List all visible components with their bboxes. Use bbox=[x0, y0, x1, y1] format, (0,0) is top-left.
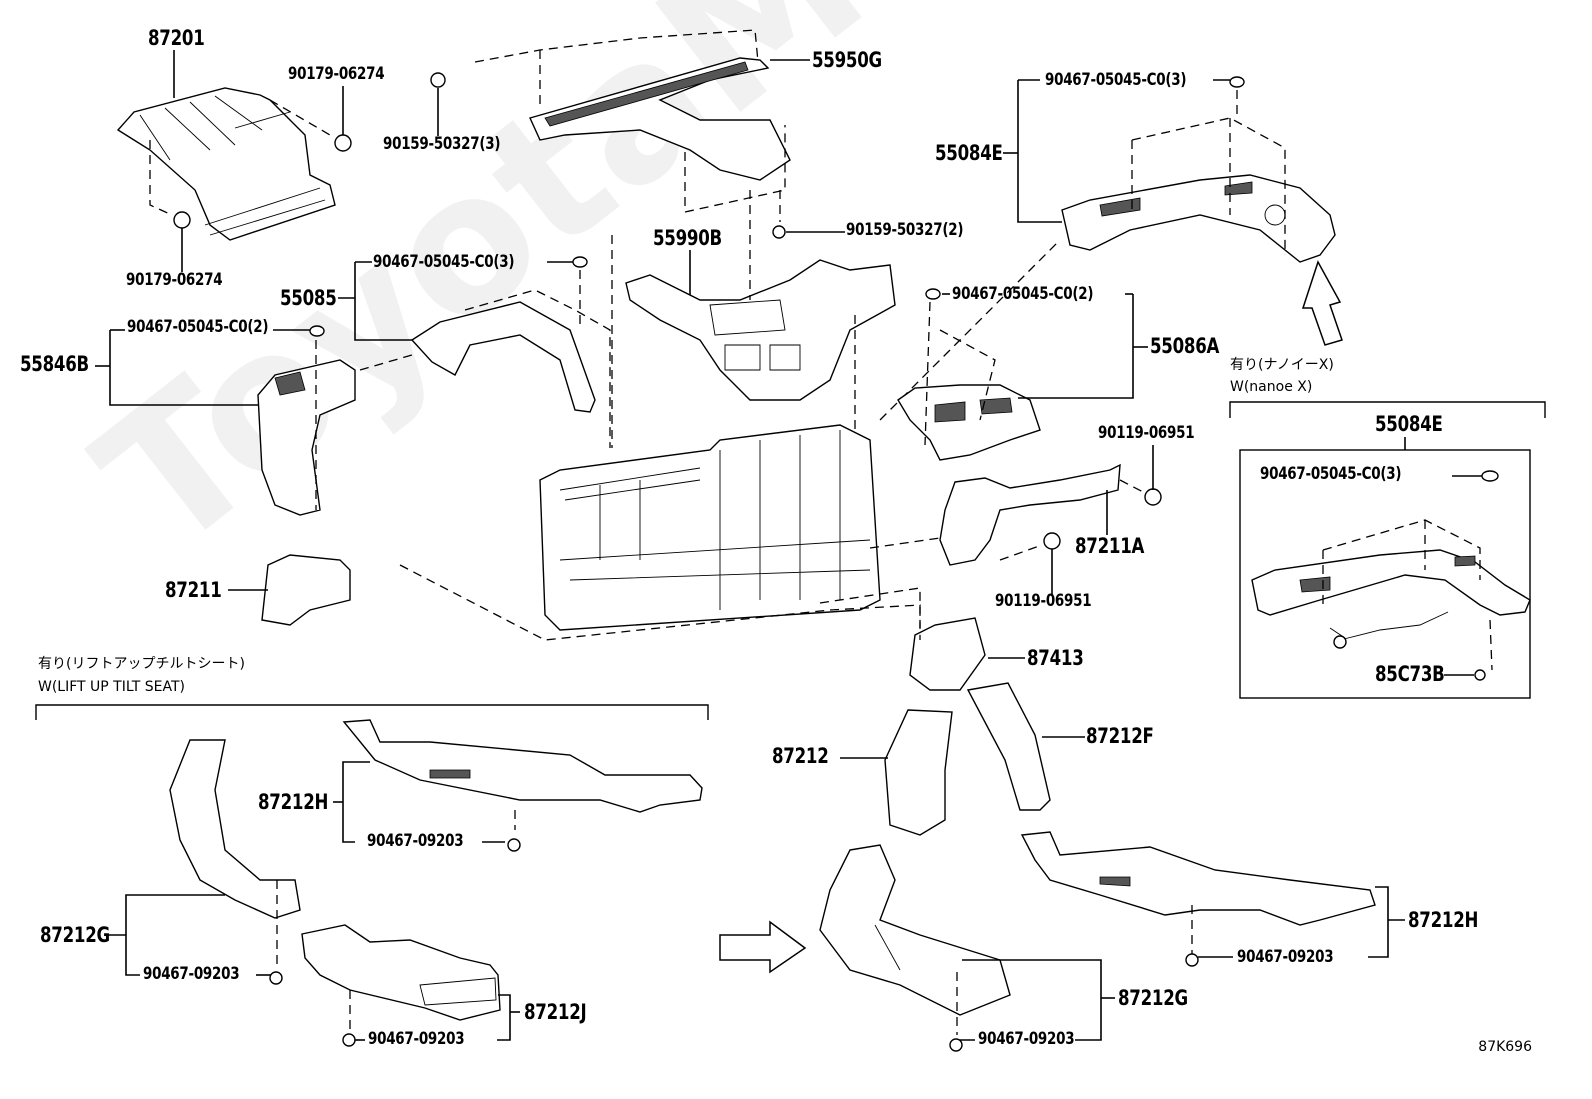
part-55085-drawing bbox=[410, 256, 611, 448]
diagram-code: 87K696 bbox=[1478, 1039, 1532, 1055]
label-87212F: 87212F bbox=[1086, 724, 1154, 748]
label-90179-06274-top: 90179-06274 bbox=[288, 64, 385, 84]
label-90467-09203-main-h: 90467-09203 bbox=[1237, 947, 1334, 967]
label-90119-06951-bottom: 90119-06951 bbox=[995, 591, 1092, 611]
clip-icon bbox=[1481, 470, 1499, 482]
bolt-icon bbox=[1144, 488, 1162, 506]
screw-icon bbox=[772, 225, 786, 239]
label-90467-05045-C0-3-nanoe: 90467-05045-C0(3) bbox=[1260, 464, 1402, 484]
label-90467-05045-C0-3-left: 90467-05045-C0(3) bbox=[373, 252, 515, 272]
label-87201: 87201 bbox=[148, 26, 205, 50]
part-87212G-lift-drawing bbox=[169, 739, 301, 965]
label-55990B: 55990B bbox=[653, 226, 722, 250]
label-90467-09203-lift-j: 90467-09203 bbox=[368, 1029, 465, 1049]
clip-icon bbox=[1229, 76, 1245, 88]
part-87201-drawing bbox=[116, 87, 352, 241]
label-85C73B: 85C73B bbox=[1375, 662, 1445, 686]
label-55950G: 55950G bbox=[812, 48, 882, 72]
nanoe-option-bracket bbox=[1229, 401, 1546, 418]
label-55085: 55085 bbox=[280, 286, 337, 310]
label-90159-50327-3: 90159-50327(3) bbox=[383, 134, 501, 154]
lift-tilt-option-bracket bbox=[35, 704, 709, 720]
clip-icon bbox=[507, 838, 521, 852]
label-87212J-lift: 87212J bbox=[524, 1000, 587, 1024]
nut-icon bbox=[334, 134, 352, 152]
label-87413: 87413 bbox=[1027, 646, 1084, 670]
part-87212H-main-drawing bbox=[1020, 831, 1376, 955]
label-87212G-main: 87212G bbox=[1118, 986, 1188, 1010]
part-55846B-drawing bbox=[257, 325, 413, 516]
clip-icon bbox=[309, 325, 325, 337]
clip-icon bbox=[925, 288, 941, 300]
part-55990B-drawing bbox=[611, 190, 896, 450]
part-87413-drawing bbox=[829, 604, 986, 691]
part-55086A-drawing bbox=[897, 288, 1041, 461]
label-55846B: 55846B bbox=[20, 352, 89, 376]
part-87212-drawing bbox=[884, 709, 953, 836]
label-87212H-main: 87212H bbox=[1408, 908, 1479, 932]
part-87211A-drawing bbox=[939, 463, 1162, 566]
screw-icon bbox=[430, 72, 446, 88]
bolt-icon bbox=[1043, 532, 1061, 550]
nanoe-title-jp: 有り(ナノイーX) bbox=[1230, 357, 1334, 373]
label-55086A: 55086A bbox=[1150, 334, 1220, 358]
label-90119-06951-top: 90119-06951 bbox=[1098, 423, 1195, 443]
part-87212H-lift-drawing bbox=[342, 719, 703, 830]
part-87212G-main-drawing bbox=[819, 844, 1011, 1035]
part-87212J-lift-drawing bbox=[301, 924, 501, 1030]
label-90467-05045-C0-2-right: 90467-05045-C0(2) bbox=[952, 284, 1094, 304]
part-55084E-drawing bbox=[1061, 76, 1336, 263]
label-90179-06274-bottom: 90179-06274 bbox=[126, 270, 223, 290]
part-87211-drawing bbox=[261, 554, 351, 626]
part-heater-unit-drawing bbox=[399, 239, 1061, 641]
label-87212H-lift: 87212H bbox=[258, 790, 329, 814]
sensor-icon bbox=[1474, 669, 1486, 681]
label-87212: 87212 bbox=[772, 744, 829, 768]
clip-icon bbox=[269, 971, 283, 985]
label-90467-09203-main-g: 90467-09203 bbox=[978, 1029, 1075, 1049]
clip-icon bbox=[949, 1038, 963, 1052]
label-90467-09203-lift-h: 90467-09203 bbox=[367, 831, 464, 851]
part-87212F-drawing bbox=[966, 682, 1051, 811]
clip-icon bbox=[1185, 953, 1199, 967]
clip-icon bbox=[572, 256, 588, 268]
label-90467-05045-C0-3-right: 90467-05045-C0(3) bbox=[1045, 70, 1187, 90]
arrow-up-icon bbox=[1301, 260, 1343, 346]
nanoe-option-box bbox=[1239, 449, 1531, 699]
part-55084E-nanoe-drawing bbox=[1251, 470, 1531, 681]
label-87212G-lift: 87212G bbox=[40, 923, 110, 947]
label-87211: 87211 bbox=[165, 578, 222, 602]
label-55084E: 55084E bbox=[935, 141, 1003, 165]
nanoe-title-en: W(nanoe X) bbox=[1230, 379, 1313, 395]
lift-tilt-title-jp: 有り(リフトアップチルトシート) bbox=[38, 656, 245, 672]
label-55084E-nanoe: 55084E bbox=[1375, 412, 1443, 436]
label-90467-05045-C0-2-left: 90467-05045-C0(2) bbox=[127, 317, 269, 337]
part-55950G-drawing bbox=[430, 29, 791, 213]
label-90467-09203-lift-g: 90467-09203 bbox=[143, 964, 240, 984]
clip-icon bbox=[342, 1033, 356, 1047]
nut-icon bbox=[173, 211, 191, 229]
label-87211A: 87211A bbox=[1075, 534, 1145, 558]
arrow-right-icon bbox=[719, 920, 807, 974]
label-90159-50327-2: 90159-50327(2) bbox=[846, 220, 964, 240]
lift-tilt-title-en: W(LIFT UP TILT SEAT) bbox=[38, 679, 185, 695]
